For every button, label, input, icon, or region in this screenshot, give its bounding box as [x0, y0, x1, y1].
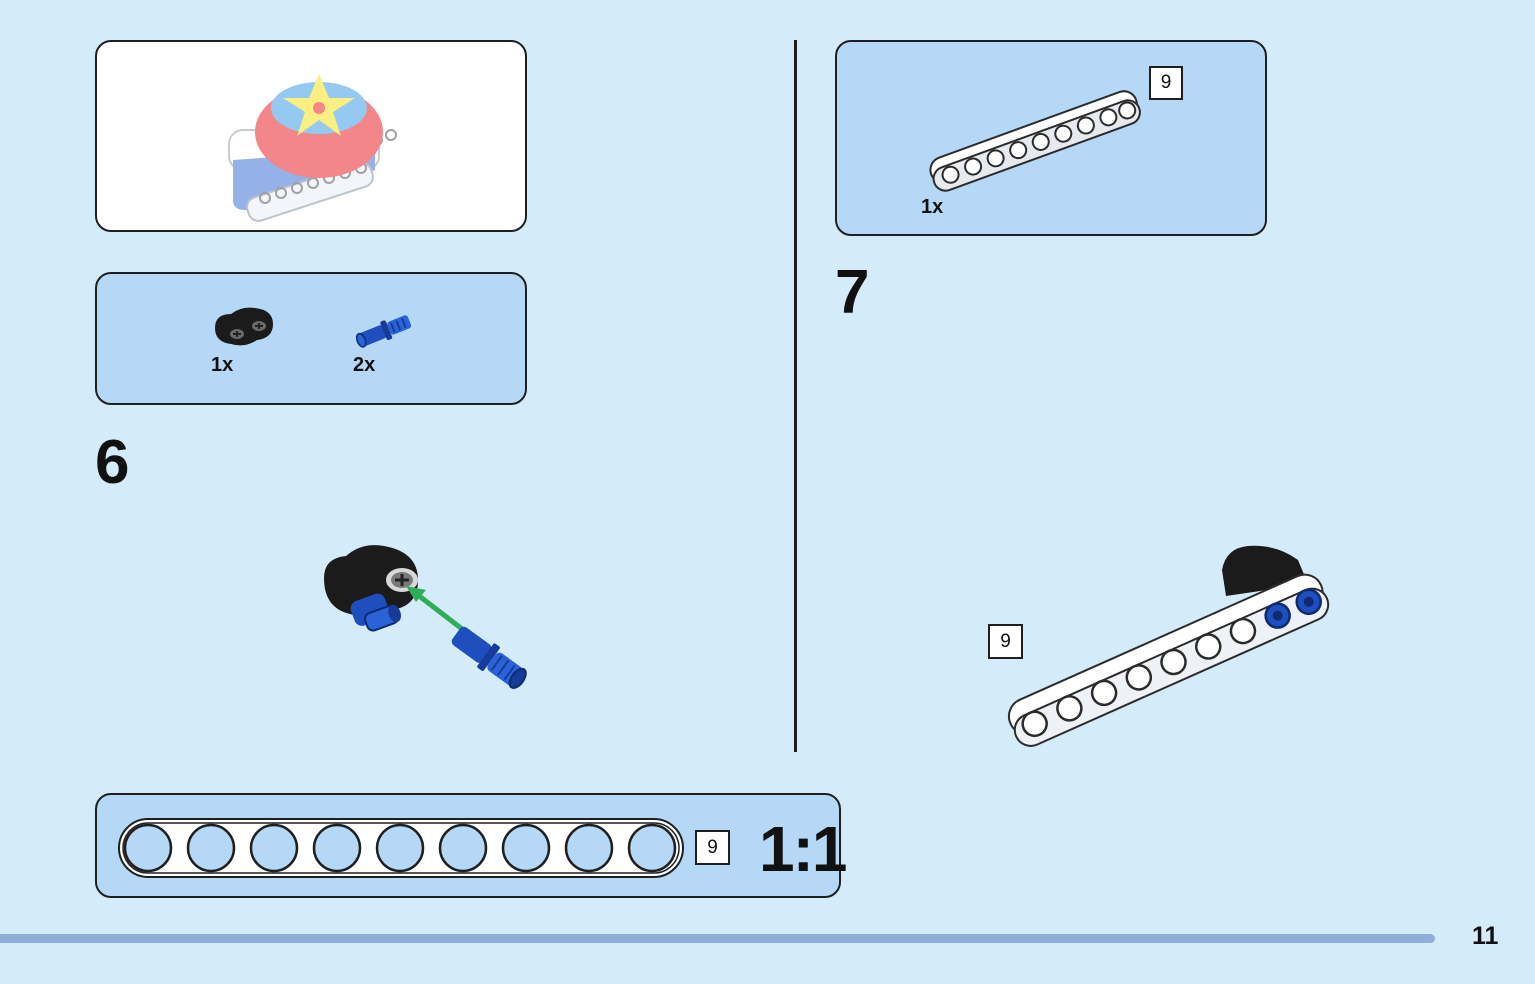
step-7-assembly-image: [1007, 545, 1330, 747]
scale-ratio: 1:1: [759, 813, 847, 885]
blue-axle-pin-icon: [355, 315, 412, 348]
preview-panel: [95, 40, 527, 232]
page-number: 11: [1472, 922, 1499, 950]
step-6-assembly-image: [324, 545, 527, 689]
step-6-parts-panel: 1x 2x: [95, 272, 527, 405]
beam-scale-outline: [118, 818, 684, 878]
part-quantity-1x: 1x: [921, 196, 944, 218]
page-footer-bar: [0, 934, 1435, 943]
step-number-6: 6: [95, 428, 130, 497]
part-quantity-2x: 2x: [353, 354, 376, 376]
part-quantity-1x: 1x: [211, 354, 234, 376]
scale-reference-panel: 9 1:1: [95, 793, 847, 898]
beam-length-label: 9: [1149, 66, 1183, 100]
white-beam-9-icon: [929, 90, 1141, 192]
previous-model-image: [228, 74, 397, 222]
step-number-7: 7: [835, 258, 870, 327]
beam-length-callout: 9: [988, 624, 1023, 659]
page-divider: [794, 40, 797, 752]
scale-length-label: 9: [695, 830, 730, 865]
black-axle-connector-icon: [215, 307, 273, 346]
step-7-parts-panel: 9 1x: [835, 40, 1267, 236]
